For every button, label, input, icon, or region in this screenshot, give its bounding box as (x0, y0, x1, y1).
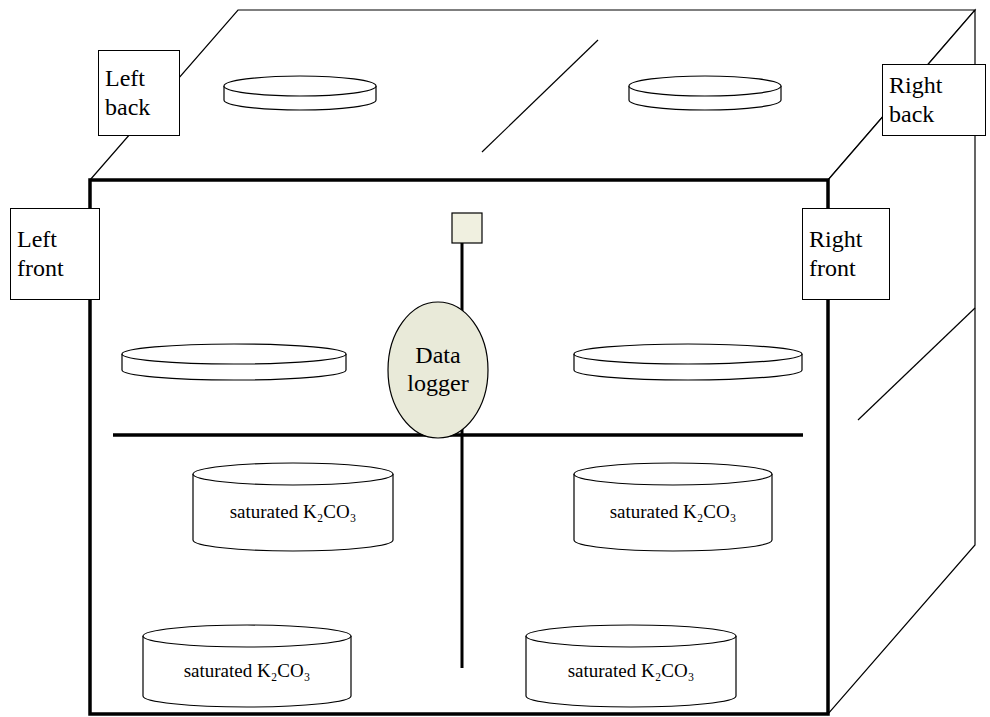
petri-dish (224, 76, 376, 110)
logger-outline (388, 302, 488, 438)
position-label: Right front (802, 208, 890, 300)
petri-dish (574, 344, 802, 380)
position-label: Right back (882, 64, 986, 136)
salt-dish: saturated K₂CO₃ (192, 462, 394, 552)
dish-label: saturated K₂CO₃ (184, 660, 311, 683)
salt-dish: saturated K₂CO₃ (573, 462, 773, 552)
position-text: Left back (99, 60, 179, 126)
divider-rod (461, 240, 464, 668)
dish-label: saturated K₂CO₃ (610, 501, 737, 524)
glare-line (858, 308, 975, 420)
logger-probe (452, 213, 482, 243)
data-logger: Data logger (387, 301, 489, 439)
dish-label: saturated K₂CO₃ (230, 501, 357, 524)
dish-rim (193, 463, 393, 485)
dish-rim (526, 625, 736, 647)
chamber-top (90, 10, 975, 180)
petri-dish (629, 76, 781, 110)
salt-dish: saturated K₂CO₃ (525, 624, 737, 708)
dish-label: saturated K₂CO₃ (568, 660, 695, 683)
position-text: Left front (11, 221, 99, 287)
position-label: Left back (98, 50, 180, 136)
position-label: Left front (10, 208, 100, 300)
glare-line (482, 40, 598, 152)
dish-rim (574, 463, 772, 485)
petri-dish (122, 344, 346, 380)
salt-dish: saturated K₂CO₃ (142, 624, 352, 708)
dish-rim (143, 625, 351, 647)
chamber-front (90, 180, 828, 714)
device-label: Data logger (400, 342, 476, 397)
position-text: Right back (883, 67, 985, 133)
position-text: Right front (803, 221, 889, 287)
shelf (113, 433, 803, 437)
